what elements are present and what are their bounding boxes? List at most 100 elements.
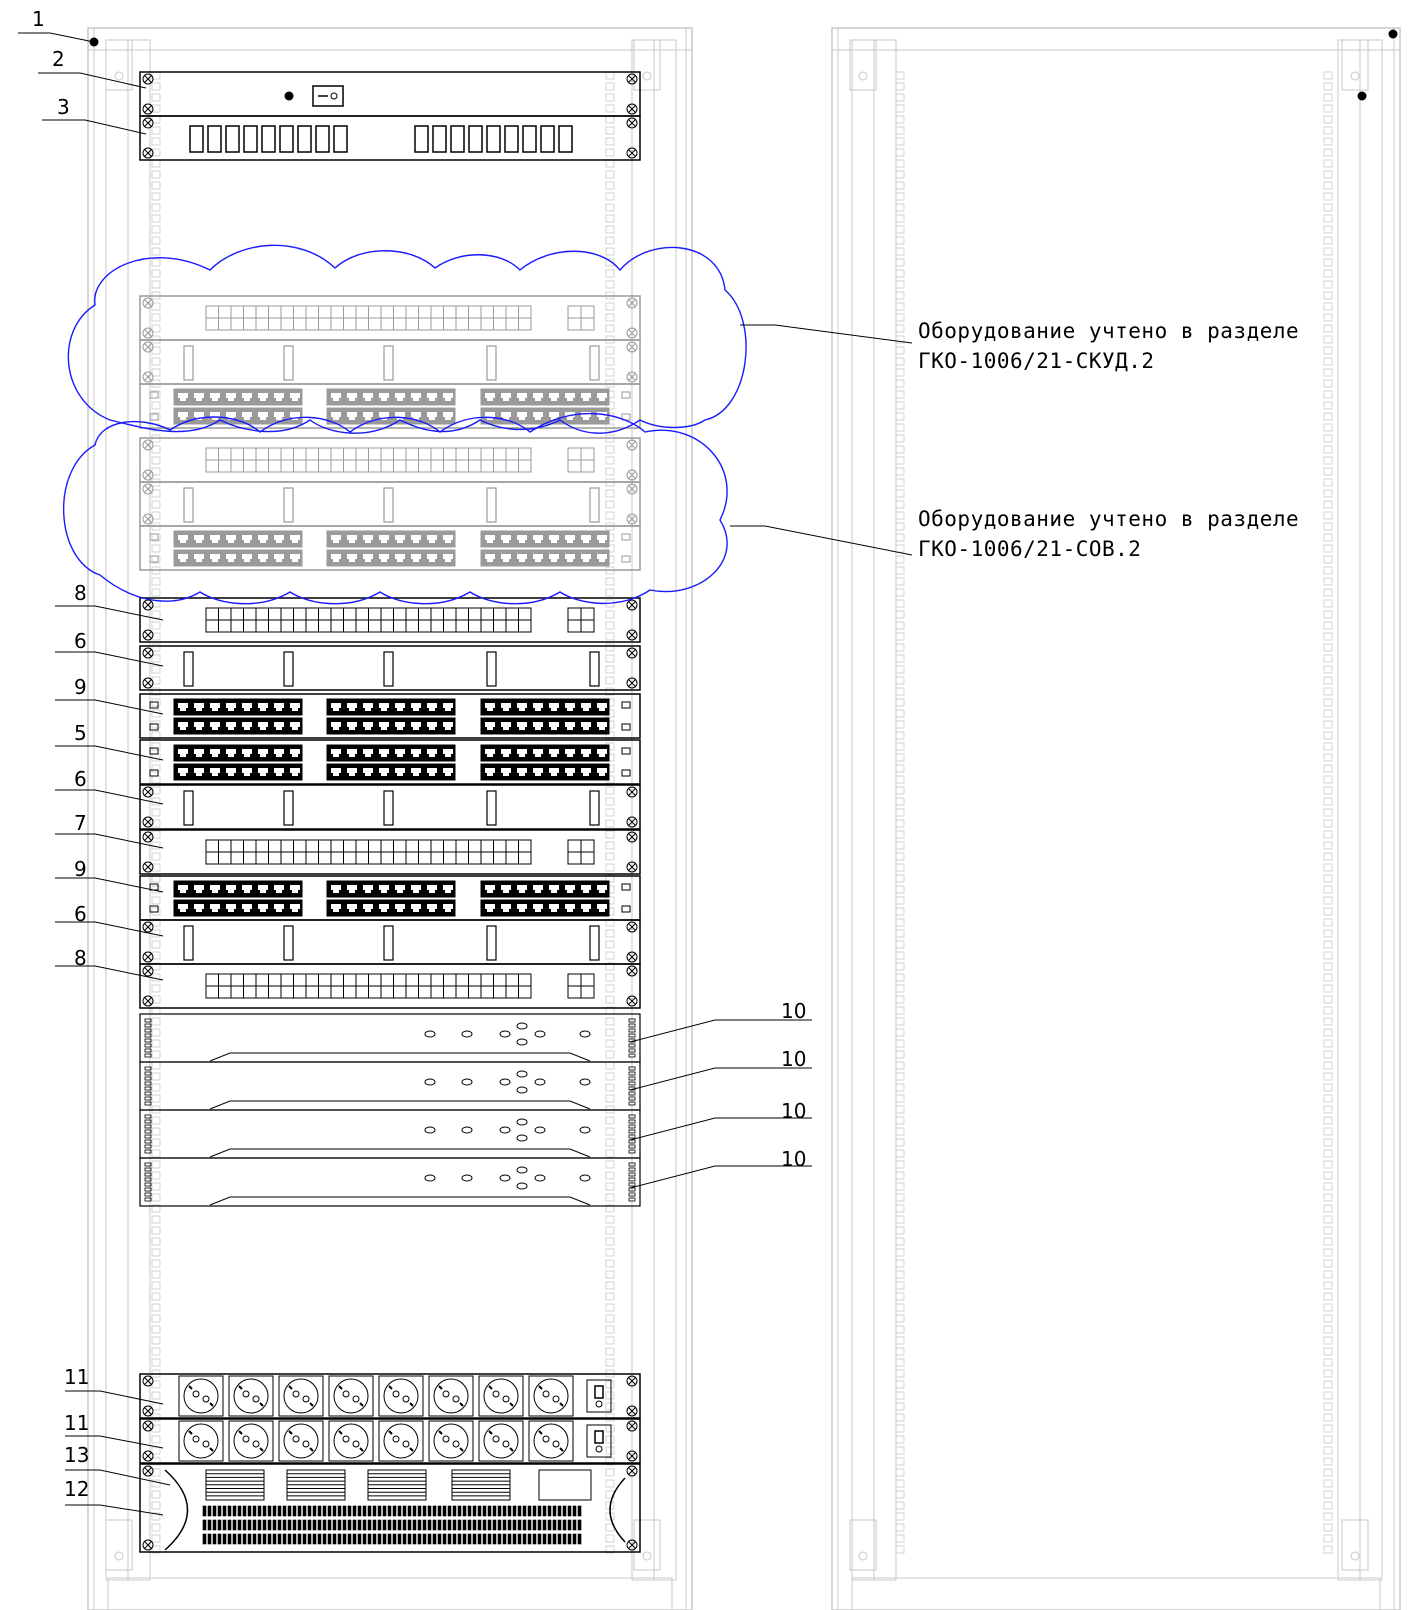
rack-hole: [605, 104, 615, 113]
rack-hole: [151, 1182, 161, 1191]
cloud-sov: [63, 412, 728, 605]
rack-hole: [895, 1193, 905, 1202]
screw-icon: [142, 921, 154, 933]
rack-hole: [605, 456, 615, 465]
rack-hole: [895, 929, 905, 938]
rack-hole: [605, 808, 615, 817]
rack-hole: [605, 1028, 615, 1037]
rack-hole: [895, 1490, 905, 1499]
rack-hole: [605, 1193, 615, 1202]
rack-hole: [151, 874, 161, 883]
rack-hole: [1323, 1347, 1333, 1356]
screw-icon: [626, 921, 638, 933]
rj45-port: [347, 749, 357, 757]
socket-icon: [483, 1378, 519, 1414]
rack-hole: [1323, 390, 1333, 399]
rack-hole: [895, 1072, 905, 1081]
rj45-port: [443, 885, 453, 893]
rack-hole: [1323, 170, 1333, 179]
leader-lines: [18, 32, 913, 1516]
leader-11b: [65, 1435, 164, 1449]
rj45-port: [427, 535, 437, 543]
rack-hole: [1323, 874, 1333, 883]
rj45-port: [347, 904, 357, 912]
rj45-port: [331, 904, 341, 912]
rack-hole: [1323, 434, 1333, 443]
rack-hole: [895, 225, 905, 234]
rack-hole: [1323, 1028, 1333, 1037]
rack-hole: [605, 203, 615, 212]
cable-ring: [283, 345, 294, 381]
rj45-port: [178, 393, 188, 401]
rj45-port: [597, 703, 607, 711]
screw-icon: [142, 513, 154, 525]
rj45-port: [517, 904, 527, 912]
bracket-hole: [642, 71, 652, 81]
rack-hole: [151, 1347, 161, 1356]
rack-hole: [151, 1193, 161, 1202]
rj45-port: [533, 412, 543, 420]
rack-hole: [895, 137, 905, 146]
rack-hole: [151, 1160, 161, 1169]
ups-body: [139, 1463, 641, 1553]
rack-hole: [1323, 1160, 1333, 1169]
label-pos-8b: 8: [74, 946, 87, 970]
rack-hole: [1323, 599, 1333, 608]
socket-icon: [183, 1423, 219, 1459]
rj45-port: [581, 885, 591, 893]
cabinet-bottom-rail: [107, 1577, 673, 1610]
rj45-port: [533, 885, 543, 893]
rj45-port: [443, 722, 453, 730]
unit-8-switch-b-body: [139, 963, 641, 1009]
socket-icon: [333, 1423, 369, 1459]
leader-5: [55, 745, 164, 761]
rj45-port: [565, 535, 575, 543]
rack-hole: [151, 1490, 161, 1499]
cabinet-frames: [87, 27, 1401, 1610]
rj45-port: [427, 412, 437, 420]
corner-bracket: [105, 1519, 133, 1571]
rack-hole: [895, 390, 905, 399]
rj45-port: [210, 722, 220, 730]
rack-hole: [1323, 236, 1333, 245]
rj45-port: [226, 885, 236, 893]
cable-ring: [183, 651, 194, 687]
rack-hole: [605, 1039, 615, 1048]
rj45-port: [549, 768, 559, 776]
screw-icon: [626, 1465, 638, 1477]
rj45-port: [581, 749, 591, 757]
rack-hole: [895, 1281, 905, 1290]
rack-hole: [151, 225, 161, 234]
rack-hole: [895, 93, 905, 102]
rack-hole: [151, 764, 161, 773]
rack-hole: [605, 1226, 615, 1235]
rack-hole: [895, 731, 905, 740]
rack-hole: [895, 258, 905, 267]
rack-hole: [1323, 907, 1333, 916]
rj45-port: [565, 749, 575, 757]
rack-hole: [605, 148, 615, 157]
rj45-port: [210, 393, 220, 401]
rack-hole: [1323, 247, 1333, 256]
screw-icon: [626, 1405, 638, 1417]
cable-ring: [183, 790, 194, 826]
screw-icon: [626, 73, 638, 85]
rj45-port: [347, 768, 357, 776]
unit-6-organizer-b-body: [139, 784, 641, 830]
rack-hole: [605, 115, 615, 124]
rack-hole: [151, 852, 161, 861]
unit-3-terminal-block-body: [139, 115, 641, 161]
rack-hole: [1323, 1292, 1333, 1301]
rj45-port: [427, 554, 437, 562]
rack-hole: [151, 1358, 161, 1367]
cable-ring: [183, 487, 194, 523]
rj45-port: [331, 749, 341, 757]
cabinet-bottom-rail: [851, 1577, 1381, 1610]
rj45-port: [581, 722, 591, 730]
rack-hole: [605, 1446, 615, 1455]
rack-hole: [895, 621, 905, 630]
rj45-port: [443, 703, 453, 711]
rack-hole: [605, 1314, 615, 1323]
indicator: [499, 1078, 511, 1086]
label-pos-10d: 10: [781, 1147, 807, 1171]
